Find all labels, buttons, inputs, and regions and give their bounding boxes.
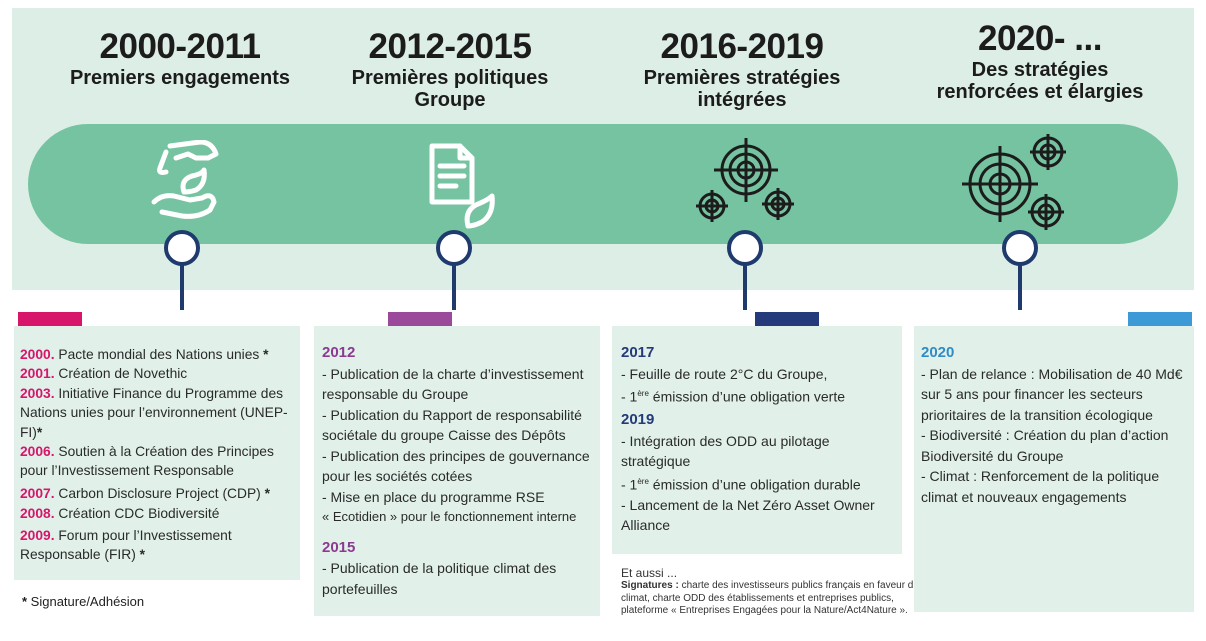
phase-card-2: 2012 - Publication de la charte d’invest… — [314, 326, 600, 616]
phase-title: Premières stratégies intégrées — [643, 67, 841, 111]
list-item: - 1ère émission d’une obligation durable — [621, 476, 861, 493]
list-item: - Plan de relance : Mobilisation de 40 M… — [921, 365, 1183, 423]
phase-title: Premiers engagements — [69, 67, 291, 89]
year-heading: 2015 — [322, 538, 356, 556]
list-item: 2006. Soutien à la Création des Principe… — [20, 444, 274, 479]
list-item: 2001. Création de Novethic — [20, 366, 188, 382]
targets-three-icon — [696, 138, 794, 222]
targets-three-large-icon — [962, 134, 1066, 230]
list-item: - Biodiversité : Création du plan d’acti… — [921, 427, 1169, 464]
list-item: 2003. Initiative Finance du Programme de… — [20, 385, 288, 440]
list-item: 2000. Pacte mondial des Nations unies * — [20, 347, 269, 362]
accent-bar-1 — [18, 312, 82, 326]
list-item: - Climat : Renforcement de la politique … — [921, 468, 1160, 505]
list-item: - Lancement de la Net Zéro Asset Owner A… — [621, 496, 875, 534]
accent-bar-4 — [1128, 312, 1192, 326]
phase-header-1: 2000-2011 Premiers engagements — [50, 27, 310, 90]
phase-header-3: 2016-2019 Premières stratégies intégrées — [612, 27, 872, 112]
year-heading: 2017 — [621, 344, 655, 361]
et-aussi-note: Et aussi ... Signatures : charte des inv… — [621, 566, 921, 618]
year-heading: 2019 — [621, 411, 655, 429]
timeline-pin-2 — [436, 230, 472, 310]
footnote: * Signature/Adhésion — [22, 594, 145, 609]
list-item: - Mise en place du programme RSE — [322, 488, 545, 505]
list-item: - 1ère émission d’une obligation verte — [621, 388, 846, 405]
list-item: - Feuille de route 2°C du Groupe, — [621, 365, 828, 382]
timeline-pin-4 — [1002, 230, 1038, 310]
list-item: - Publication du Rapport de responsabili… — [322, 406, 582, 444]
phase-header-2: 2012-2015 Premières politiques Groupe — [320, 27, 580, 112]
phase-years: 2000-2011 — [99, 27, 261, 66]
accent-bar-2 — [388, 312, 452, 326]
phase-card-1: 2000. Pacte mondial des Nations unies * … — [14, 326, 300, 580]
phase-years: 2016-2019 — [660, 27, 824, 66]
list-item: - Publication de la charte d’investissem… — [322, 365, 584, 403]
list-item: 2009. Forum pour l’Investissement Respon… — [20, 527, 232, 563]
list-item: - Publication des principes de gouvernan… — [322, 447, 590, 485]
list-item: 2007. Carbon Disclosure Project (CDP) * — [20, 485, 270, 501]
timeline-pin-3 — [727, 230, 763, 310]
phase-title: Premières politiques Groupe — [351, 67, 549, 111]
phase-years: 2012-2015 — [368, 27, 532, 66]
year-heading: 2020 — [921, 344, 955, 361]
accent-bar-3 — [755, 312, 819, 326]
phase-card-3: 2017 - Feuille de route 2°C du Groupe, -… — [612, 326, 902, 554]
et-aussi-title: Et aussi ... — [621, 566, 678, 580]
phase-years: 2020- ... — [978, 19, 1102, 58]
list-item: - Intégration des ODD au pilotage straté… — [621, 432, 830, 470]
year-heading: 2012 — [322, 344, 356, 361]
hands-leaf-icon — [151, 140, 219, 219]
phase-title: Des stratégies renforcées et élargies — [936, 59, 1144, 103]
timeline-pin-1 — [164, 230, 200, 310]
list-item: - Publication de la politique climat des… — [322, 560, 557, 597]
document-leaf-icon — [429, 143, 495, 229]
phase-card-4: 2020 - Plan de relance : Mobilisation de… — [914, 326, 1194, 612]
list-item: 2008. Création CDC Biodiversité — [20, 506, 220, 522]
list-item: « Ecotidien » pour le fonctionnement int… — [322, 509, 577, 524]
phase-header-4: 2020- ... Des stratégies renforcées et é… — [910, 19, 1170, 104]
